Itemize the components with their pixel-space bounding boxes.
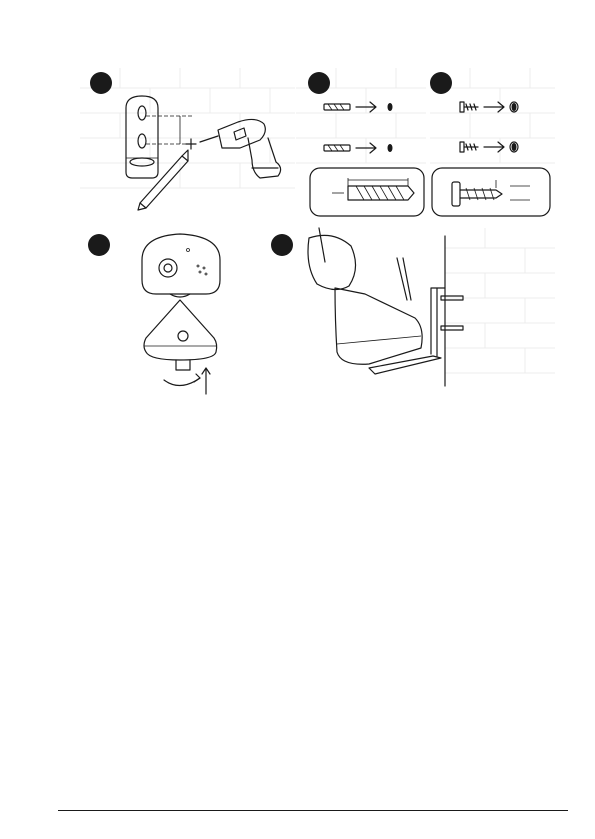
- camera-icon: [142, 234, 220, 370]
- hang-camera-illustration: [265, 228, 555, 403]
- step-badge: [430, 72, 452, 94]
- wall-plug-icon: [324, 143, 393, 153]
- mark-and-drill-illustration: [80, 68, 295, 218]
- step-badge: [88, 234, 110, 256]
- step-mark-and-drill: [80, 68, 295, 218]
- screw-icon: [460, 142, 518, 152]
- step-hang-camera: [265, 228, 555, 403]
- camera-base-illustration: [80, 228, 270, 403]
- drill-mark: [186, 139, 196, 149]
- brick-wall: [80, 68, 295, 188]
- step-badge: [271, 234, 293, 256]
- step-remove-camera-base: [80, 228, 270, 403]
- screw-detail: [432, 168, 550, 216]
- wall-plug-detail: [310, 168, 424, 216]
- step-insert-screws: [430, 68, 555, 218]
- step-badge: [308, 72, 330, 94]
- wall-plug-icon: [324, 102, 393, 112]
- step-badge: [90, 72, 112, 94]
- rotate-arrow-icon: [164, 368, 210, 394]
- screw-icon: [460, 102, 518, 112]
- footer-rule: [58, 810, 568, 811]
- wall-template-icon: [126, 96, 158, 178]
- step-insert-wall-plugs: [296, 68, 426, 218]
- camera-on-wall-icon: [308, 228, 463, 374]
